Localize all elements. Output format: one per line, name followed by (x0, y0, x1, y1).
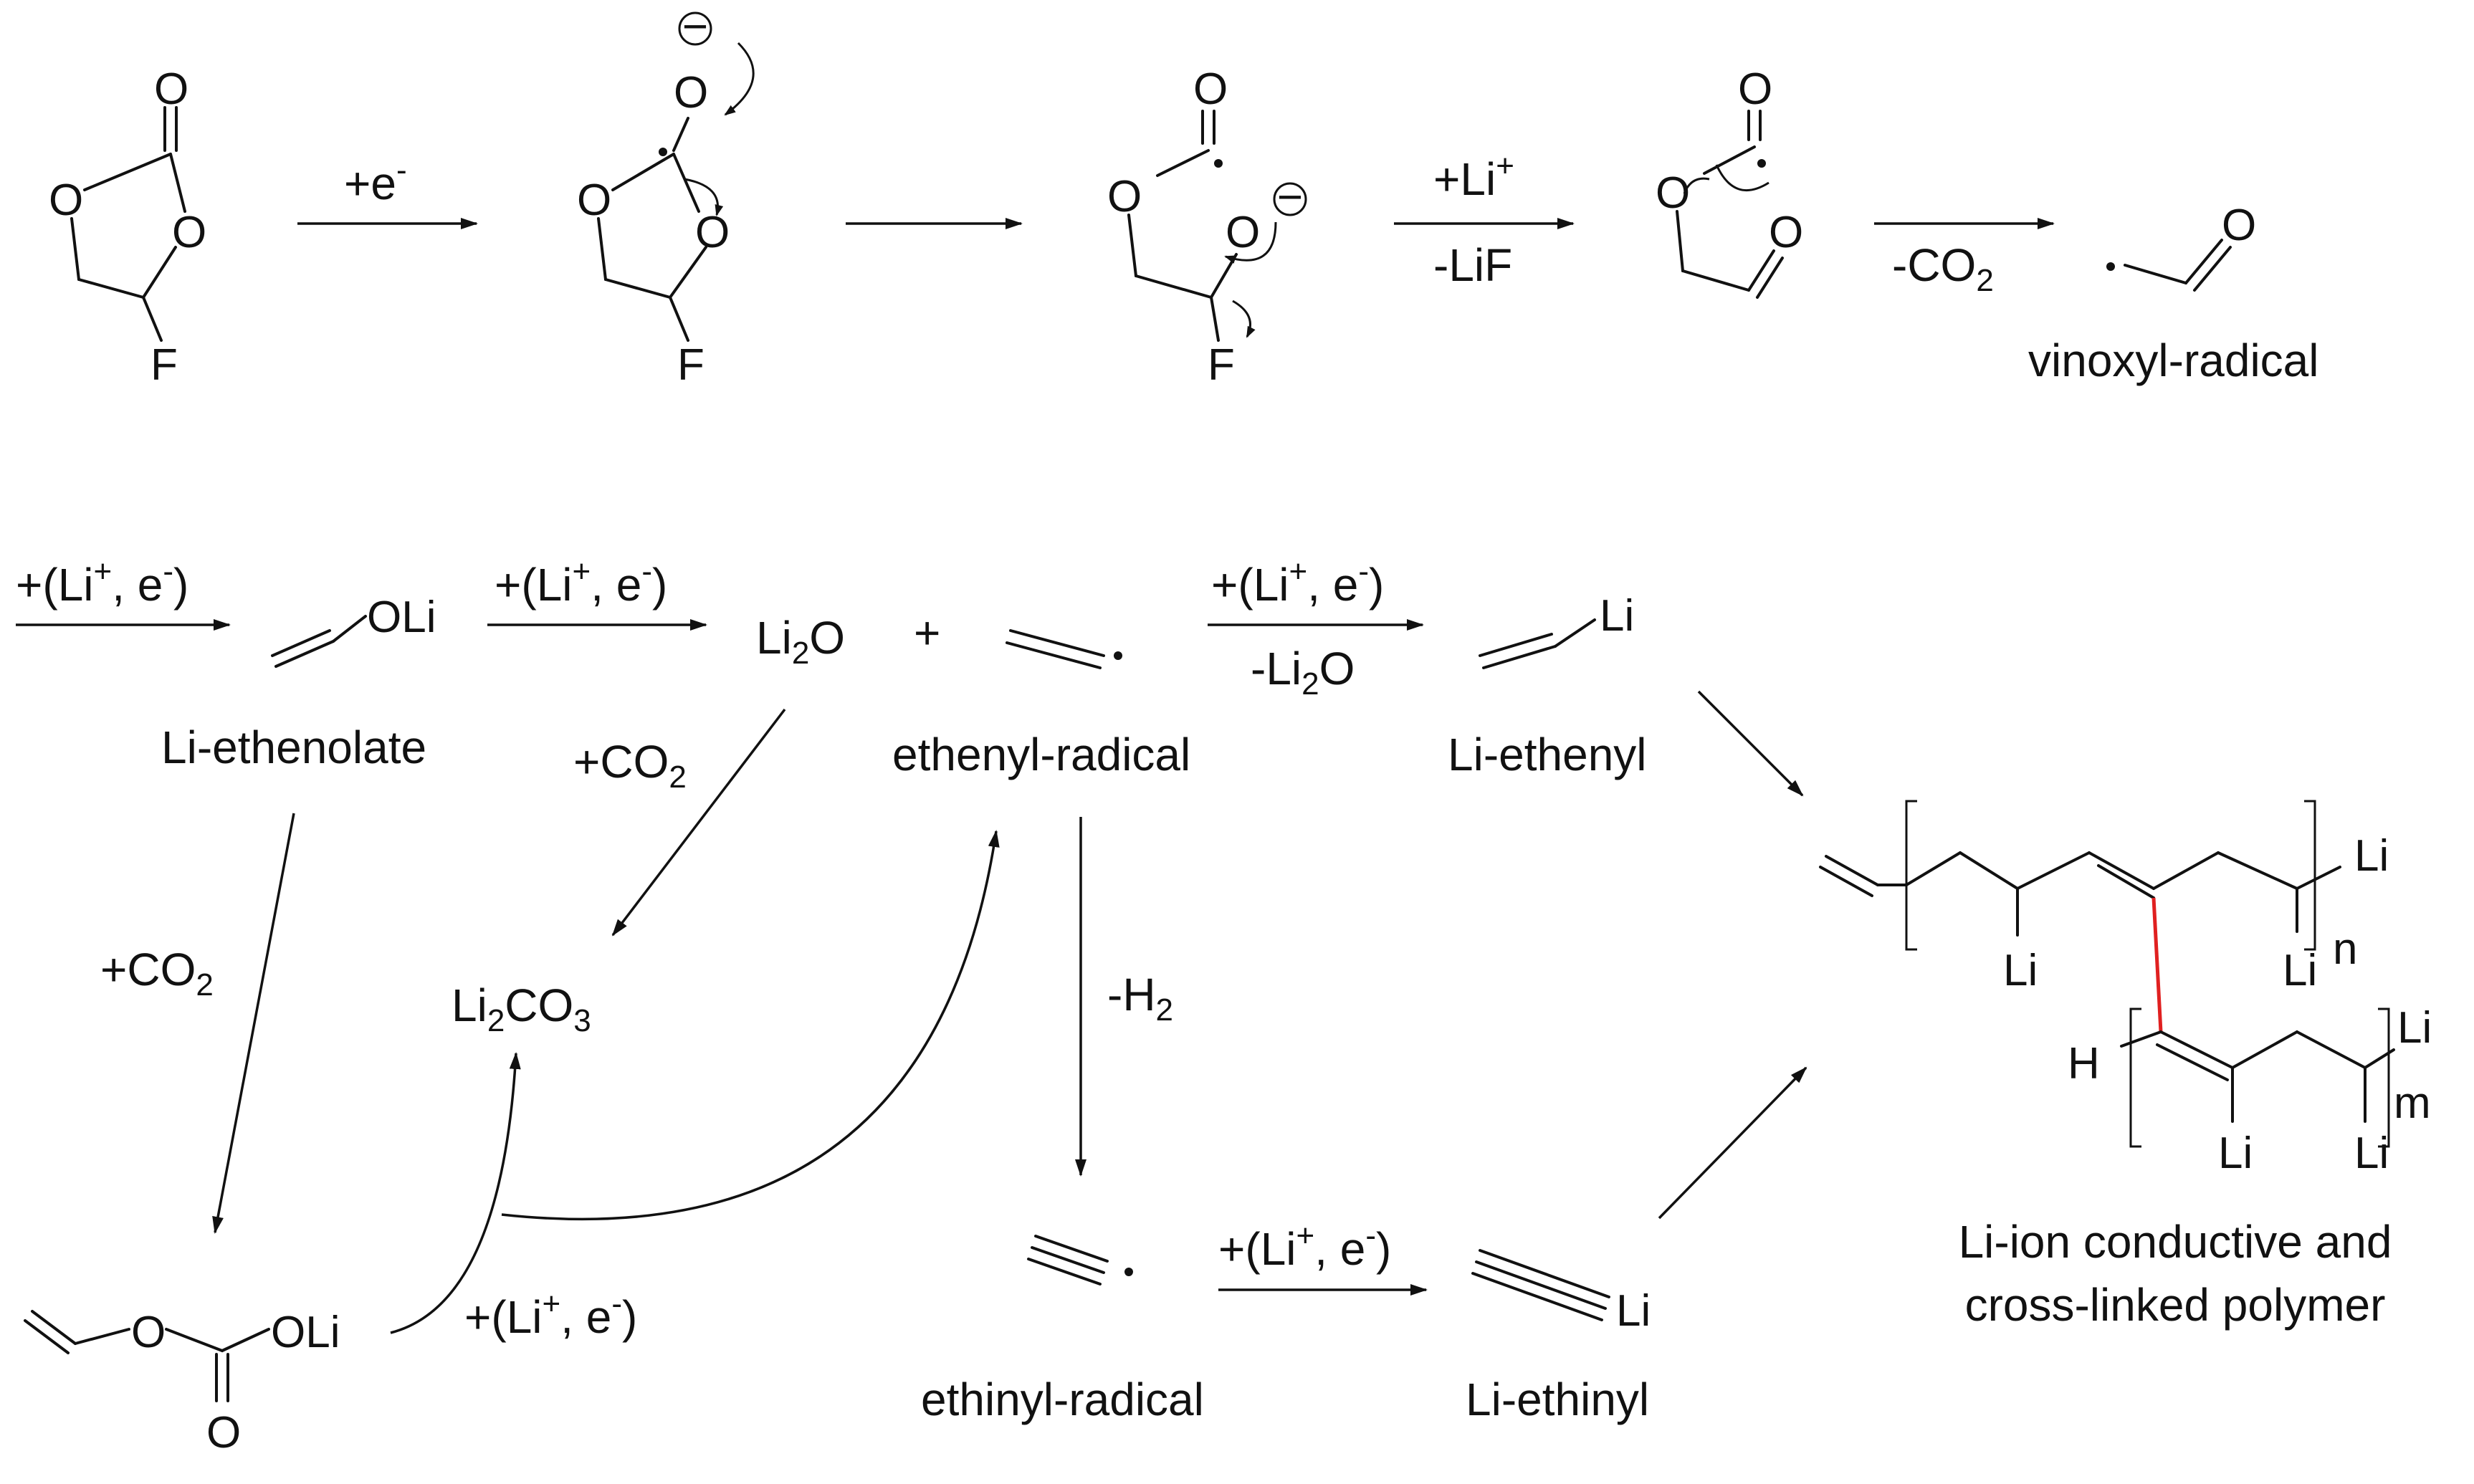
atom-li-side-1: Li (2003, 946, 2038, 995)
atom-o: O (2222, 201, 2256, 250)
arrow-carbonate-to-li2co3 (390, 1052, 521, 1334)
condition-plus-co2-2: +CO2 (100, 944, 214, 1002)
curved-arrow-1 (1224, 221, 1277, 264)
molecule-vinoxyl-radical: O (2106, 201, 2256, 292)
atom-o-aldehyde: O (1769, 208, 1803, 257)
subscript-m: m (2394, 1078, 2431, 1128)
label-ethenyl-radical: ethenyl-radical (892, 729, 1190, 780)
molecule-ethenyl-radical (1006, 629, 1122, 669)
atom-fluorine: F (677, 340, 705, 390)
cross-link-bond (2151, 897, 2163, 1033)
molecule-li-ethenolate: OLi (271, 593, 436, 668)
bracket-right-n (2304, 800, 2316, 951)
negative-charge-icon (1273, 182, 1307, 216)
curved-arrow-1 (1715, 164, 1769, 192)
charge-minus: − (682, 2, 708, 52)
negative-charge-icon (678, 11, 712, 46)
label-polymer-line1: Li-ion conductive and (1959, 1216, 2392, 1268)
atom-fluorine: F (1208, 340, 1235, 390)
atom-oli: OLi (271, 1308, 340, 1357)
charge-minus: − (1277, 173, 1303, 222)
bracket-right-m (2378, 1007, 2390, 1148)
condition-add-lithium: +Li+ (1433, 148, 1514, 205)
atom-li: Li (1616, 1286, 1651, 1336)
atom-oli: OLi (367, 593, 436, 642)
atom-o-anion: O (1226, 208, 1260, 257)
molecule-ring-opened: − O O O F (1107, 64, 1307, 390)
formula-li2o: Li2O (756, 612, 845, 671)
radical-dot (1124, 1268, 1133, 1276)
curved-arrow-2 (1232, 300, 1256, 338)
condition-li-e-5: +(Li+, e-) (1218, 1218, 1391, 1275)
molecule-radical-anion: − O O O F (577, 2, 755, 390)
condition-li-e-1: +(Li+, e-) (16, 554, 188, 611)
arrow-ethenolate-to-carbonate (212, 813, 295, 1234)
radical-dot (1214, 159, 1223, 168)
atom-li-side-4: Li (2354, 1129, 2389, 1178)
condition-add-electron: +e- (344, 153, 407, 209)
atom-li-end-n: Li (2354, 831, 2389, 881)
atom-li-side-2: Li (2283, 946, 2317, 995)
atom-o-anion: O (674, 68, 708, 118)
arrow-ethinyl-to-polymer (1658, 1066, 1807, 1220)
condition-li-e-4: +(Li+, e-) (464, 1286, 637, 1343)
condition-plus-co2-1: +CO2 (573, 736, 687, 795)
radical-dot (659, 148, 667, 156)
condition-minus-lif: -LiF (1433, 239, 1512, 291)
condition-li-e-3: +(Li+, e-) (1211, 554, 1384, 611)
radical-dot (1114, 651, 1122, 660)
atom-o-ester: O (131, 1308, 166, 1357)
atom-o-carbonyl: O (1738, 64, 1772, 114)
atom-o-ester: O (1656, 168, 1690, 218)
atom-o-ring-right: O (695, 208, 730, 257)
bracket-left-m (2129, 1007, 2141, 1148)
molecule-ethinyl-radical (1027, 1235, 1133, 1286)
label-li-ethenolate: Li-ethenolate (161, 722, 426, 773)
label-li-ethenyl: Li-ethenyl (1448, 729, 1647, 780)
molecule-lithium-vinyl-carbonate: O OLi O (24, 1308, 340, 1457)
label-polymer-line2: cross-linked polymer (1965, 1279, 2386, 1331)
condition-minus-li2o: -Li2O (1251, 643, 1355, 702)
arrow-ethenyl-to-polymer (1697, 690, 1804, 797)
condition-li-e-2: +(Li+, e-) (495, 554, 667, 611)
atom-o-ring-right: O (172, 208, 206, 257)
plus-sign: + (914, 607, 940, 659)
curved-arrow-1 (724, 42, 755, 116)
atom-o-ester: O (1107, 172, 1142, 221)
condition-minus-h2: -H2 (1107, 969, 1173, 1028)
label-vinoxyl-radical: vinoxyl-radical (2028, 335, 2318, 386)
molecule-li-ethinyl: Li (1471, 1249, 1651, 1336)
atom-li-end-m: Li (2397, 1003, 2432, 1053)
label-li-ethinyl: Li-ethinyl (1466, 1374, 1649, 1425)
atom-li: Li (1600, 591, 1634, 641)
atom-o-carbonyl: O (154, 64, 188, 114)
bracket-left-n (1905, 800, 1917, 951)
formula-li2co3: Li2CO3 (452, 980, 591, 1038)
molecule-li-ethenyl: Li (1479, 591, 1634, 669)
radical-dot (1757, 159, 1766, 168)
condition-minus-co2: -CO2 (1892, 239, 1994, 298)
arrow-carbonate-to-ethenyl (501, 830, 1000, 1221)
atom-o-carbonyl: O (1193, 64, 1228, 114)
arrow-li2o-to-li2co3 (611, 708, 786, 937)
molecule-fec: O O O F (49, 64, 206, 390)
molecule-cross-linked-polymer: Li Li Li n H Li Li Li m (1819, 800, 2432, 1178)
molecule-cyclic-intermediate: O O O (1656, 64, 1803, 299)
atom-o-ring-left: O (577, 176, 611, 225)
radical-dot (2106, 262, 2115, 271)
subscript-n: n (2333, 924, 2357, 974)
atom-li-side-3: Li (2218, 1129, 2253, 1178)
atom-fluorine: F (151, 340, 178, 390)
atom-h: H (2068, 1039, 2100, 1088)
curved-arrow-2 (1683, 177, 1710, 194)
atom-o-carbonyl: O (206, 1408, 241, 1457)
label-ethinyl-radical: ethinyl-radical (921, 1374, 1204, 1425)
curved-arrow-2 (684, 178, 724, 216)
atom-o-ring-left: O (49, 176, 83, 225)
